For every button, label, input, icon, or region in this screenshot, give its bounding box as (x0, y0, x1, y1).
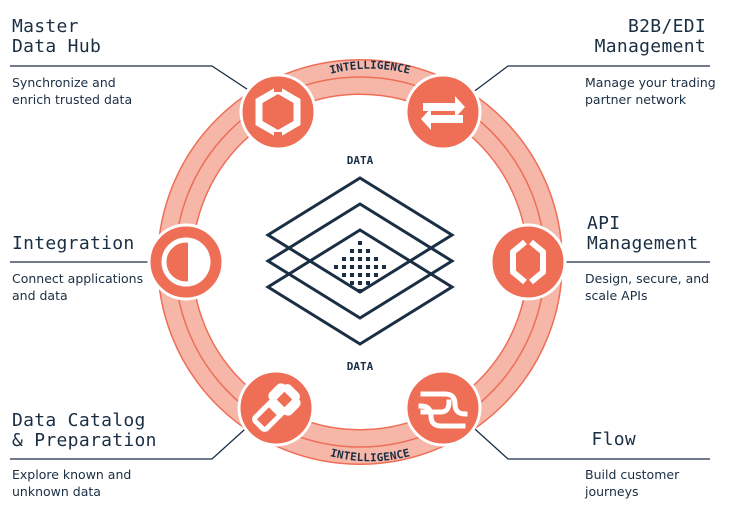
desc-line: journeys (585, 484, 639, 499)
chain-links-icon (252, 383, 301, 432)
intelligence-label-bottom-path: INTELLIGENCE (329, 446, 411, 464)
flow-waves-icon (418, 391, 468, 429)
node-api-management[interactable] (489, 223, 567, 301)
desc-line: Build customer (585, 467, 680, 482)
desc-line: Explore known and (12, 467, 132, 482)
desc-flow: Build customer journeys (585, 466, 679, 500)
leader-line-master-data-hub (10, 65, 263, 100)
intelligence-label-bottom: INTELLIGENCE (329, 446, 411, 464)
title-line: API (587, 213, 621, 234)
leader-line-flow (465, 420, 710, 460)
title-b2b-edi: B2B/EDI Management (595, 17, 706, 57)
title-api-management: API Management (587, 214, 698, 254)
node-b2b-edi[interactable] (404, 73, 482, 151)
title-line: Data Hub (12, 36, 102, 57)
title-master-data-hub: Master Data Hub (12, 17, 101, 57)
title-line: B2B/EDI (628, 16, 706, 37)
desc-line: scale APIs (585, 288, 648, 303)
node-data-catalog[interactable] (237, 369, 315, 447)
title-line: Flow (591, 429, 636, 450)
node-flow[interactable] (404, 369, 482, 447)
desc-b2b-edi: Manage your trading partner network (585, 74, 716, 108)
desc-line: enrich trusted data (12, 92, 133, 107)
data-label-bottom: DATA (347, 360, 374, 373)
title-integration: Integration (12, 234, 135, 254)
half-circle-icon (161, 237, 211, 287)
title-line: Master (12, 16, 79, 37)
leader-lines (10, 65, 710, 460)
desc-line: Synchronize and (12, 75, 116, 90)
leader-line-b2b-edi (463, 65, 710, 100)
node-integration[interactable] (147, 223, 225, 301)
title-line: Management (594, 36, 706, 57)
desc-api-management: Design, secure, and scale APIs (585, 270, 709, 304)
swap-arrows-icon (421, 96, 465, 130)
title-line: Integration (12, 233, 135, 254)
leader-line-data-catalog (10, 420, 255, 460)
intelligence-label-bottom-group: INTELLIGENCE (329, 446, 411, 464)
desc-line: and data (12, 288, 68, 303)
hexagon-icon (255, 84, 301, 140)
title-line: & Preparation (12, 430, 157, 451)
desc-line: Manage your trading (585, 75, 716, 90)
data-label-top: DATA (347, 154, 374, 167)
desc-integration: Connect applications and data (12, 270, 143, 304)
title-flow: Flow (591, 430, 636, 450)
title-data-catalog: Data Catalog & Preparation (12, 411, 157, 451)
api-bracket-icon (510, 239, 546, 285)
desc-master-data-hub: Synchronize and enrich trusted data (12, 74, 132, 108)
desc-line: Connect applications (12, 271, 144, 286)
node-master-data-hub[interactable] (239, 73, 317, 151)
data-dots (334, 241, 386, 293)
desc-line: unknown data (12, 484, 101, 499)
desc-line: Design, secure, and (585, 271, 710, 286)
title-line: Management (587, 233, 699, 254)
desc-line: partner network (585, 92, 687, 107)
desc-data-catalog: Explore known and unknown data (12, 466, 131, 500)
title-line: Data Catalog (12, 410, 146, 431)
